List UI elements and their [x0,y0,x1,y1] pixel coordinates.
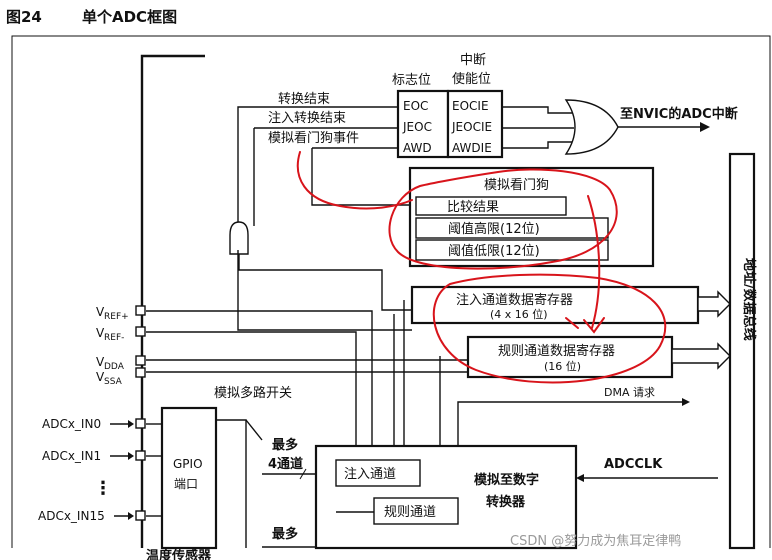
arrow-injected-bus-icon [697,290,731,318]
max16-line1: 最多 [272,526,298,542]
adc-boundary [140,54,205,548]
mux-label: 模拟多路开关 [214,385,292,401]
red-annotation-awd-loop [296,151,413,210]
regular-register-title: 规则通道数据寄存器 [498,343,615,359]
pin-in15-pad [135,510,146,521]
line-awd-compare [311,148,416,206]
flags-header: 标志位 [392,73,431,88]
ie-header-2: 使能位 [452,71,491,87]
regular-register-size: (16 位) [544,359,581,373]
high-threshold-label: 阈值高限(12位) [448,221,540,237]
flag-awd: AWD [403,141,432,155]
injected-register-size: (4 x 16 位) [490,307,548,321]
gpio-label-1: GPIO [173,457,203,471]
pin-vssa-sub: SSA [104,377,123,387]
ie-awdie: AWDIE [452,141,492,155]
adc-core-line2: 转换器 [486,494,526,510]
address-bus-label: 地址/数据总线 [741,258,757,341]
regular-channel-label: 规则通道 [384,505,436,520]
pin-vdda-sub: DDA [104,362,125,372]
pin-in1-label: ADCx_IN1 [42,449,101,463]
line-and-input [237,250,412,331]
gpio-box [160,406,218,550]
line-vref-plus [146,310,373,460]
line-and-inj [238,254,412,311]
red-annotation-watchdog-arrow [587,195,601,329]
red-annotation-tick [565,317,579,329]
pin-in1-pad [135,450,146,461]
figure-title: 单个ADC框图 [82,8,177,26]
compare-box [415,196,567,216]
and-gate [229,221,249,255]
pin-in0-arrow-icon [128,420,134,428]
bus-slash-4 [299,468,307,480]
flag-eoc: EOC [403,99,428,113]
or-gate [564,99,619,155]
flags-box [396,89,450,159]
address-bus-box [728,152,756,550]
arrow-nvic-icon [700,122,710,132]
pin-vref-plus-pad [135,305,146,316]
line-conv-end [237,106,398,250]
watchdog-title: 模拟看门狗 [484,177,549,193]
low-threshold-label: 阈值低限(12位) [448,243,540,259]
arrow-dma-icon [682,398,690,406]
pin-dots: ⋮ [94,478,112,499]
adcclk-label: ADCCLK [604,457,663,472]
pin-in0-label: ADCx_IN0 [42,417,101,431]
low-threshold-box [415,239,609,261]
pin-vssa-pad [135,367,146,378]
injected-channel-box [335,459,421,487]
ie-eocie: EOCIE [452,99,489,113]
arrow-adcclk-icon [576,474,584,482]
ie-box [446,89,504,159]
nvic-label: 至NVIC的ADC中断 [620,106,738,122]
dma-request-label: DMA 请求 [604,386,655,399]
pin-vdda: V [96,355,105,369]
mux-trapezoid-top [245,419,263,441]
arrow-regular-bus-icon [671,342,731,370]
pin-in15-arrow-icon [128,512,134,520]
pin-in15-label: ADCx_IN15 [38,509,105,523]
pin-vref-minus-sub: REF- [104,333,124,343]
regular-channel-box [373,497,459,525]
flag-jeoc: JEOC [402,120,432,134]
watermark: CSDN @努力成为焦耳定律鸭 [510,534,681,549]
injected-register-title: 注入通道数据寄存器 [456,292,573,308]
adc-core-line1: 模拟至数字 [474,472,539,488]
signal-inj-conv-end: 注入转换结束 [268,111,346,126]
pin-vref-minus: V [96,326,105,340]
ie-jeocie: JEOCIE [451,120,492,134]
compare-label: 比较结果 [447,200,499,215]
line-vref-minus [146,331,357,460]
line-awdie-or [502,141,572,149]
max4-line1: 最多 [272,437,298,453]
figure-number: 图24 [6,8,42,26]
outer-frame [11,35,771,548]
high-threshold-box [415,217,609,239]
pin-in0-pad [135,418,146,429]
line-eocie-or [502,106,572,114]
mux-trapezoid-left [216,419,247,548]
pin-vref-minus-pad [135,326,146,337]
red-annotation-watchdog-circle [388,168,618,270]
pin-in1-arrow-icon [128,452,134,460]
pin-vdda-pad [135,355,146,366]
pin-vssa: V [96,370,105,384]
injected-channel-label: 注入通道 [344,467,396,482]
pin-vref-plus: V [96,305,105,319]
line-dma [457,401,682,460]
pin-vref-plus-sub: REF+ [104,312,129,322]
signal-conv-end: 转换结束 [278,92,330,107]
ie-header-1: 中断 [460,53,486,68]
max4-line2: 4通道 [268,456,303,472]
red-annotation-arrow-head [583,317,605,334]
gpio-label-2: 端口 [174,477,198,491]
red-annotation-register-circle [432,273,667,384]
signal-awd-event: 模拟看门狗事件 [268,130,359,146]
temp-sensor-label: 温度传感器 [146,548,212,560]
